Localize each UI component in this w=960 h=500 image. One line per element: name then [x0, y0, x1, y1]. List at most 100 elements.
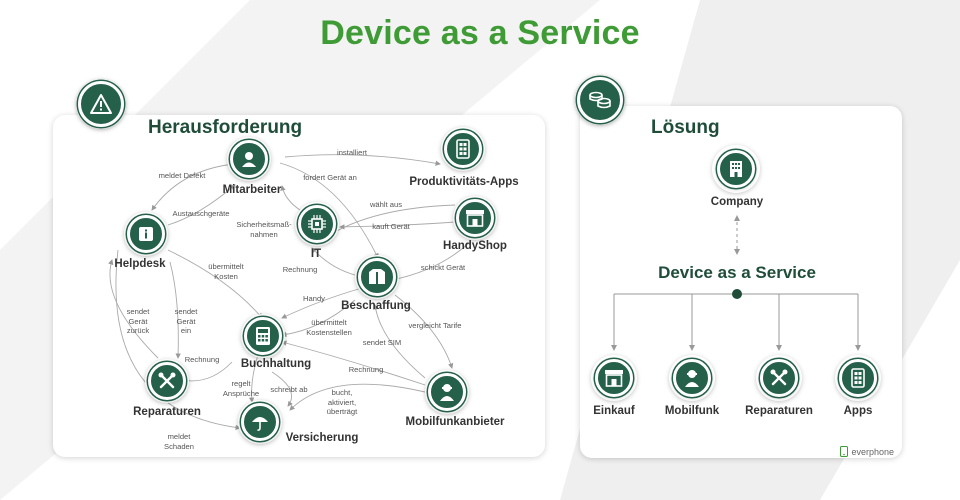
node-it[interactable]	[295, 202, 339, 246]
edge-label-kostenstellen: übermittelt Kostenstellen	[306, 318, 352, 337]
page-title: Device as a Service	[320, 14, 640, 52]
person-icon	[230, 140, 268, 178]
service-agent-icon	[673, 359, 711, 397]
building-icon	[717, 150, 755, 188]
edge-label-bucht: bucht, aktiviert, überträgt	[326, 388, 358, 416]
shop-icon	[595, 359, 633, 397]
calculator-icon	[244, 317, 282, 355]
edge-bucht	[289, 383, 426, 411]
edge-sicherheitsmassnahmen	[280, 185, 301, 211]
edge-uebermittelt-kosten	[167, 249, 263, 319]
label-beschaffung: Beschaffung	[341, 300, 411, 312]
edge-fordert-geraet-an	[279, 162, 379, 259]
edge-kauft-geraet	[339, 221, 456, 230]
challenge-heading: Herausforderung	[148, 117, 303, 138]
label-versicherung: Versicherung	[285, 432, 359, 444]
edge-meldet-defekt	[151, 163, 235, 211]
edge-meldet-schaden	[115, 249, 241, 431]
node-beschaffung[interactable]	[355, 255, 399, 299]
edge-austauschgeraete	[167, 184, 236, 226]
edge-label-schickt-geraet: schickt Gerät	[420, 263, 466, 272]
edge-installiert	[284, 154, 441, 166]
node-handyshop[interactable]	[453, 196, 497, 240]
edge-label-installiert: installiert	[337, 148, 367, 157]
label-it: IT	[310, 248, 322, 260]
node-helpdesk[interactable]	[124, 212, 168, 256]
shop-icon	[456, 199, 494, 237]
label-apps: Apps	[843, 405, 873, 417]
edge-label-sendet-ein: sendet Gerät ein	[174, 307, 198, 335]
label-produktivitaet: Produktivitäts-Apps	[409, 176, 519, 188]
edge-label-sendet-sim: sendet SIM	[362, 338, 402, 347]
challenge-badge	[76, 79, 126, 129]
edge-handy	[281, 287, 363, 319]
edge-schreibt-ab	[271, 371, 293, 407]
label-handyshop: HandyShop	[443, 240, 507, 252]
brand-name: everphone	[851, 446, 894, 457]
solution-heading: Lösung	[651, 117, 720, 138]
node-mobilfunk[interactable]	[669, 355, 715, 401]
solution-badge	[575, 75, 625, 125]
edge-label-regelt-ansprueche: regelt Ansprüche	[222, 379, 260, 398]
edge-label-waehlt-aus: wählt aus	[369, 200, 403, 209]
node-mitarbeiter[interactable]	[227, 137, 271, 181]
info-icon	[127, 215, 165, 253]
edge-schickt-geraet	[391, 241, 471, 282]
edge-label-sendet-zurueck: sendet Gerät zurück	[126, 307, 150, 335]
edge-vergleicht-tarife	[394, 294, 454, 369]
node-reparaturen[interactable]	[145, 359, 189, 403]
label-mobilfunk: Mobilfunk	[664, 405, 720, 417]
edge-label-schreibt-ab: schreibt ab	[270, 385, 308, 394]
umbrella-icon	[241, 403, 279, 441]
edge-rechnung-mob	[281, 340, 426, 386]
phone-icon	[840, 446, 849, 457]
label-device-as-a-service: Device as a Service	[658, 263, 816, 282]
label-reparaturen: Reparaturen	[133, 406, 201, 418]
edge-regelt-ansprueche	[248, 354, 259, 403]
junction-dot	[732, 289, 742, 299]
edge-label-austauschgeraete: Austauschgeräte	[172, 209, 230, 218]
edge-sendet-ein	[169, 261, 181, 359]
node-buchhaltung[interactable]	[241, 314, 285, 358]
coins-icon	[577, 77, 623, 123]
edge-label-vergleicht-tarife: vergleicht Tarife	[408, 321, 462, 330]
label-helpdesk: Helpdesk	[114, 258, 166, 270]
edge-sendet-zurueck	[108, 259, 159, 359]
edge-label-rechnung-it: Rechnung	[282, 265, 318, 274]
edge-sendet-sim	[372, 304, 426, 379]
chip-icon	[298, 205, 336, 243]
node-produktivitaet[interactable]	[441, 127, 485, 171]
package-icon	[358, 258, 396, 296]
edge-label-rechnung-rep: Rechnung	[184, 355, 220, 364]
edge-kostenstellen	[281, 299, 356, 338]
edge-label-uebermittelt-kosten: übermittelt Kosten	[208, 262, 244, 281]
apps-icon	[444, 130, 482, 168]
label-mitarbeiter: Mitarbeiter	[222, 184, 282, 196]
brand-logo: everphone	[840, 446, 894, 457]
label-einkauf: Einkauf	[593, 405, 635, 417]
edge-label-handy: Handy	[303, 294, 325, 303]
edge-label-meldet-schaden: meldet Schaden	[164, 432, 194, 451]
tools-icon	[760, 359, 798, 397]
apps-icon	[839, 359, 877, 397]
edge-label-fordert-geraet-an: fordert Gerät an	[303, 173, 357, 182]
edge-label-sicherheitsmassnahmen: Sicherheitsmaß- nahmen	[236, 220, 292, 239]
warning-icon	[78, 81, 124, 127]
node-company[interactable]	[712, 145, 760, 193]
label-reparaturen-solution: Reparaturen	[745, 405, 813, 417]
node-versicherung[interactable]	[238, 400, 282, 444]
label-company: Company	[710, 196, 764, 208]
service-agent-icon	[428, 373, 466, 411]
edge-label-kauft-geraet: kauft Gerät	[372, 222, 410, 231]
node-apps[interactable]	[835, 355, 881, 401]
tools-icon	[148, 362, 186, 400]
node-mobilfunkanbieter[interactable]	[425, 370, 469, 414]
edge-label-rechnung-mob: Rechnung	[348, 365, 384, 374]
node-einkauf[interactable]	[591, 355, 637, 401]
label-buchhaltung: Buchhaltung	[240, 358, 312, 370]
label-mobilfunkanbieter: Mobilfunkanbieter	[405, 416, 505, 428]
node-reparaturen-solution[interactable]	[756, 355, 802, 401]
edge-label-meldet-defekt: meldet Defekt	[158, 171, 206, 180]
